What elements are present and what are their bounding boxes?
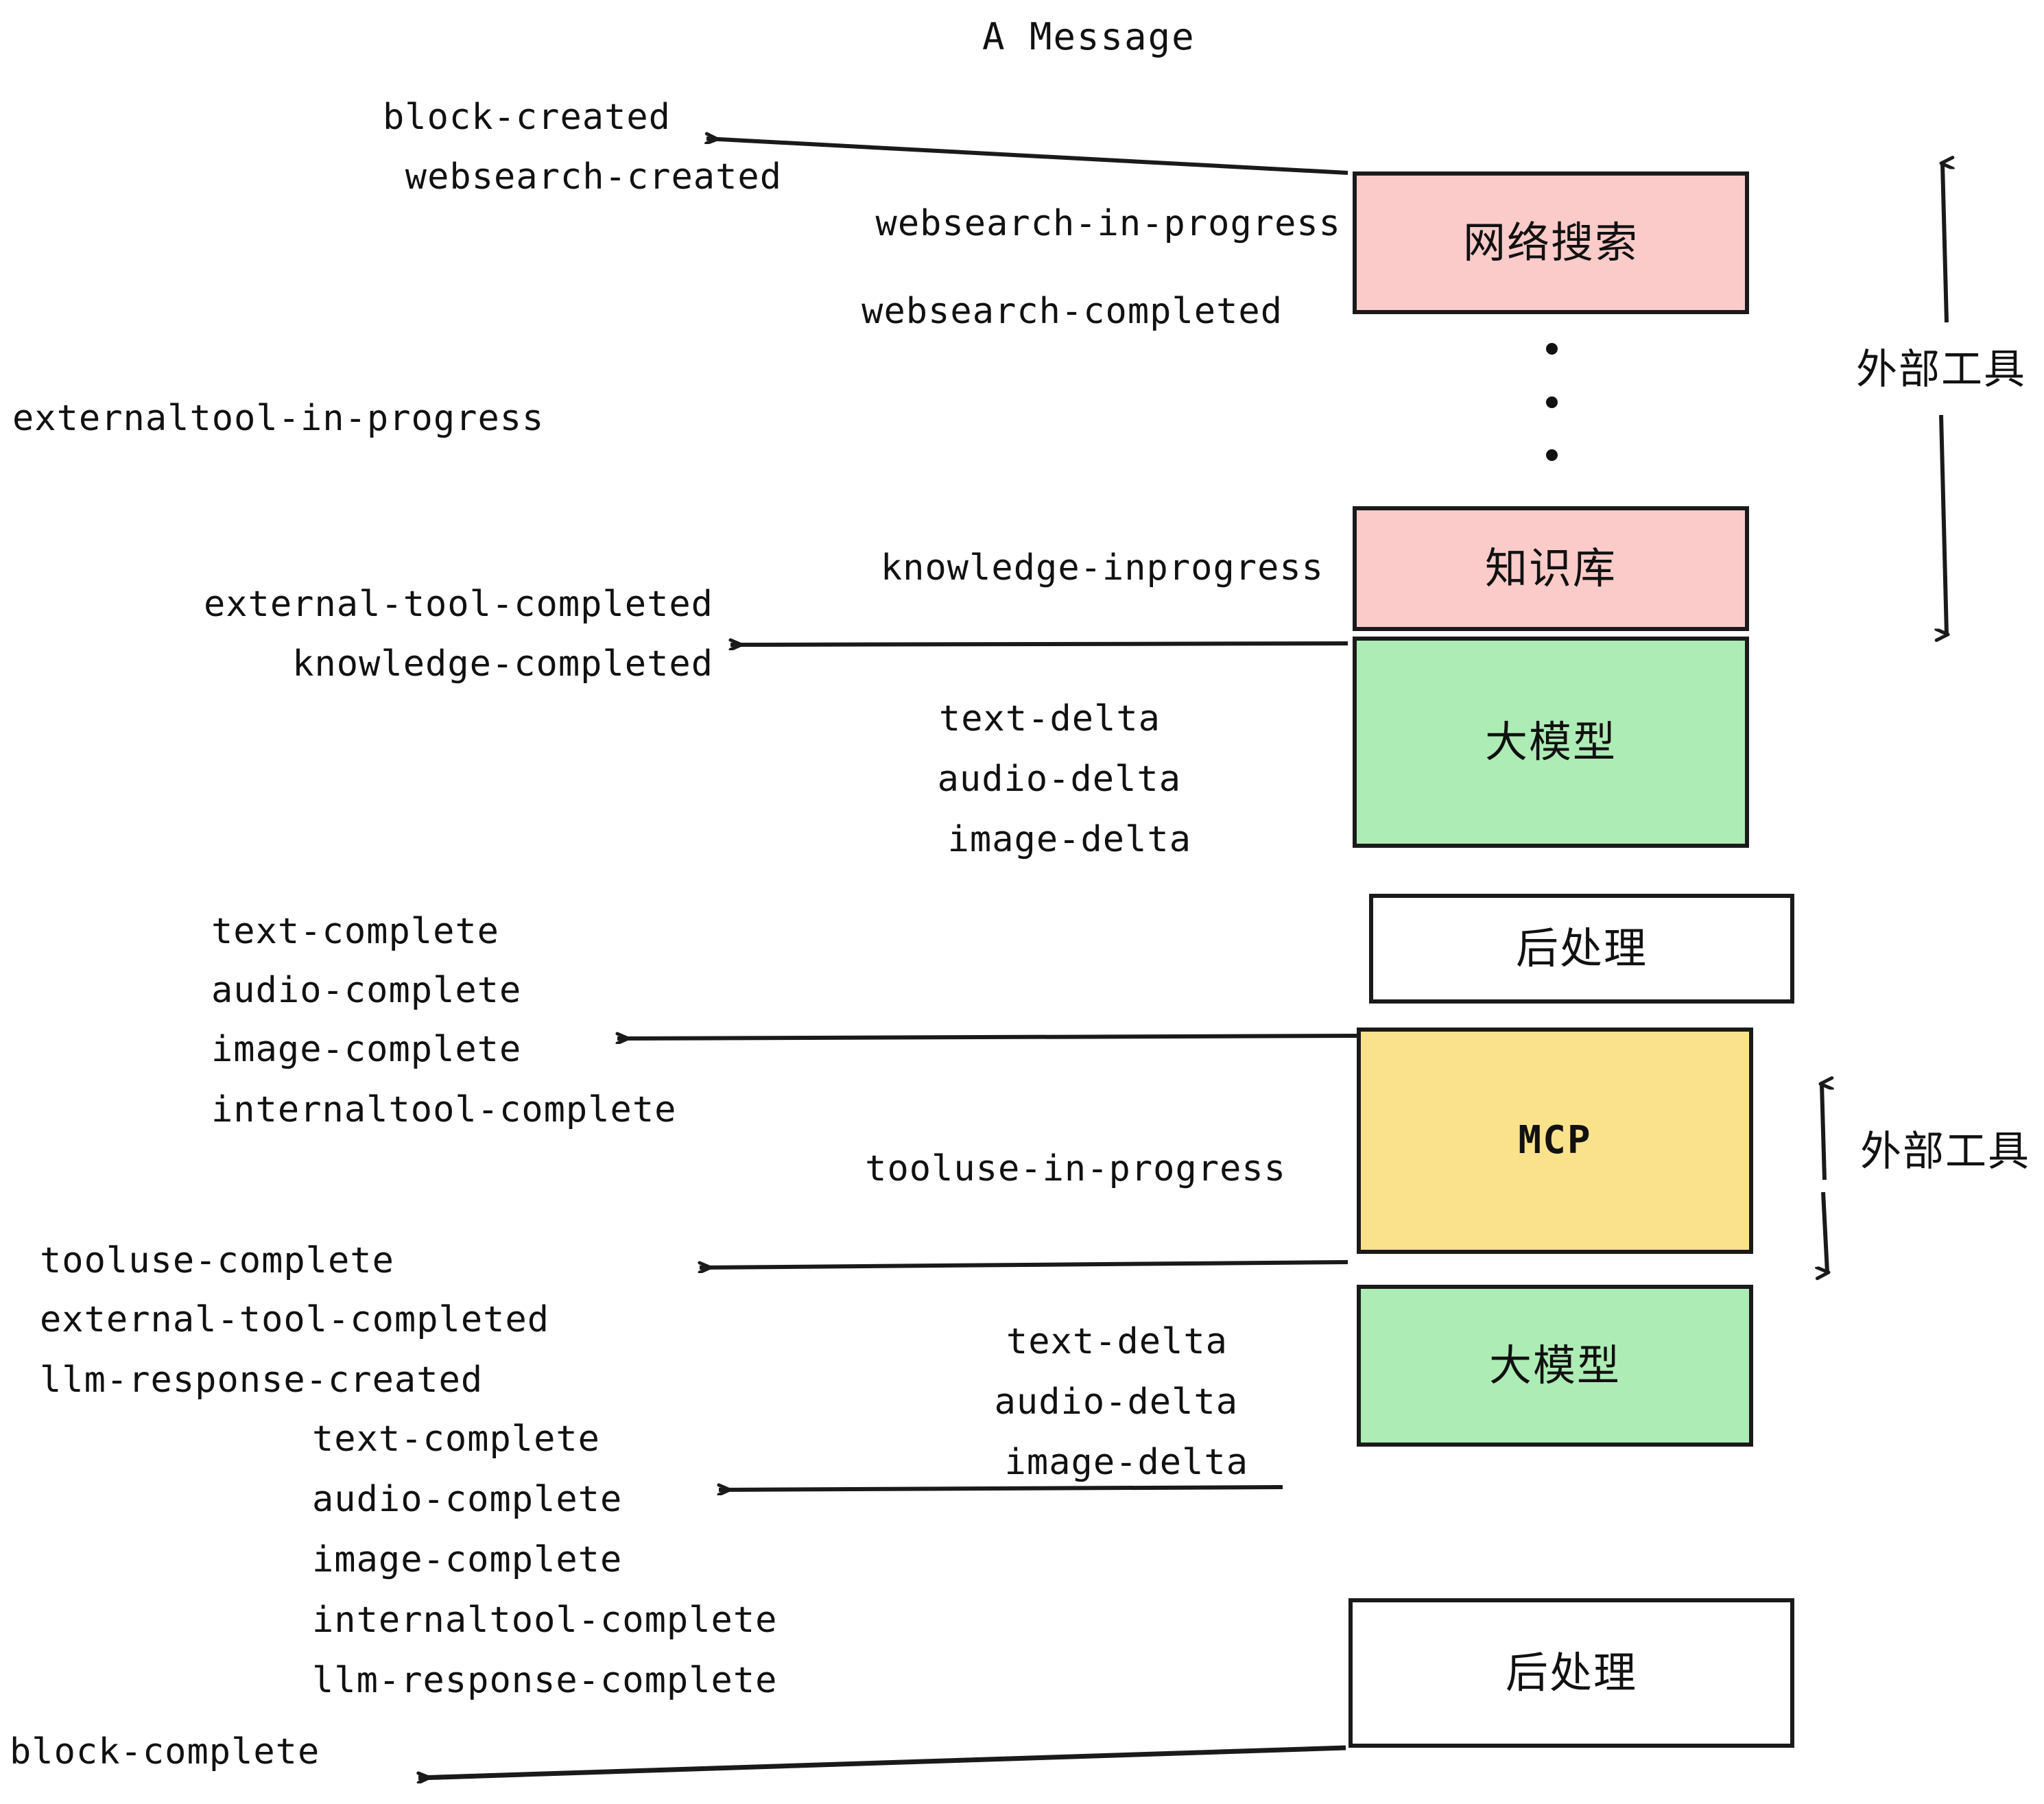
- event-label-websearch-completed: websearch-completed: [861, 291, 1283, 332]
- node-llm-1[interactable]: 大模型: [1353, 637, 1749, 848]
- node-web-search[interactable]: 网络搜索: [1353, 171, 1749, 314]
- vertical-ellipsis-icon: [1545, 343, 1558, 461]
- node-postprocess-1[interactable]: 后处理: [1369, 894, 1794, 1004]
- event-label-audio-delta-1: audio-delta: [937, 759, 1181, 800]
- event-label-llm-response-created: llm-response-created: [40, 1360, 484, 1401]
- event-label-image-delta-1: image-delta: [947, 819, 1191, 860]
- event-label-text-complete-1: text-complete: [211, 911, 499, 952]
- event-label-websearch-created: websearch-created: [405, 156, 782, 198]
- event-label-text-delta-1: text-delta: [938, 698, 1161, 739]
- node-label: MCP: [1518, 1118, 1592, 1163]
- event-label-block-created: block-created: [383, 97, 671, 138]
- arrow-external-tools-down-1: [1941, 414, 1947, 634]
- event-label-image-complete-2: image-complete: [312, 1539, 623, 1580]
- node-knowledge-base[interactable]: 知识库: [1353, 506, 1749, 631]
- event-label-tooluse-in-progress: tooluse-in-progress: [865, 1148, 1286, 1189]
- event-label-block-complete: block-complete: [10, 1731, 320, 1772]
- arrow-mcp-to-tooluse-complete: [700, 1260, 1348, 1268]
- event-label-text-complete-2: text-complete: [312, 1419, 600, 1460]
- node-label: 后处理: [1505, 1648, 1637, 1698]
- event-label-audio-delta-2: audio-delta: [994, 1381, 1238, 1423]
- node-label: 大模型: [1484, 717, 1617, 767]
- arrow-postprocess1-to-image-complete: [617, 1036, 1359, 1039]
- arrow-external-tools-up-2: [1822, 1084, 1825, 1180]
- arrow-llm2-to-audio-complete: [719, 1487, 1283, 1490]
- node-label: 后处理: [1515, 923, 1648, 973]
- event-label-internaltool-complete-1: internaltool-complete: [211, 1089, 677, 1130]
- event-label-internaltool-complete-2: internaltool-complete: [312, 1600, 778, 1641]
- node-label: 网络搜索: [1462, 217, 1639, 268]
- event-label-llm-response-complete: llm-response-complete: [312, 1660, 778, 1701]
- event-label-audio-complete-1: audio-complete: [211, 970, 522, 1011]
- arrow-knowledge-to-completed: [730, 643, 1348, 645]
- node-label: 知识库: [1484, 543, 1617, 593]
- event-label-tooluse-complete: tooluse-complete: [40, 1240, 394, 1281]
- arrow-external-tools-up-1: [1942, 163, 1947, 323]
- event-label-knowledge-completed: knowledge-completed: [292, 643, 713, 685]
- arrow-websearch-to-block-created: [706, 139, 1348, 175]
- node-llm-2[interactable]: 大模型: [1357, 1285, 1753, 1447]
- node-postprocess-2[interactable]: 后处理: [1348, 1598, 1794, 1748]
- side-label-external-tools-2: 外部工具: [1860, 1128, 2030, 1176]
- node-mcp[interactable]: MCP: [1357, 1028, 1753, 1254]
- diagram-title: A Message: [982, 15, 1196, 58]
- arrow-postprocess2-to-block-complete: [418, 1745, 1346, 1778]
- side-label-external-tools-1: 外部工具: [1856, 346, 2026, 394]
- arrow-external-tools-down-2: [1823, 1191, 1827, 1272]
- node-label: 大模型: [1488, 1340, 1621, 1390]
- event-label-external-tool-completed-1: external-tool-completed: [203, 584, 713, 625]
- event-label-text-delta-2: text-delta: [1006, 1321, 1228, 1362]
- event-label-image-complete-1: image-complete: [211, 1029, 522, 1070]
- event-label-websearch-in-progress: websearch-in-progress: [875, 203, 1341, 244]
- event-label-image-delta-2: image-delta: [1004, 1442, 1248, 1483]
- event-label-externaltool-in-progress: externaltool-in-progress: [12, 398, 545, 439]
- event-label-external-tool-completed-2: external-tool-completed: [40, 1299, 550, 1340]
- event-label-knowledge-inprogress: knowledge-inprogress: [880, 547, 1324, 589]
- event-label-audio-complete-2: audio-complete: [312, 1479, 623, 1520]
